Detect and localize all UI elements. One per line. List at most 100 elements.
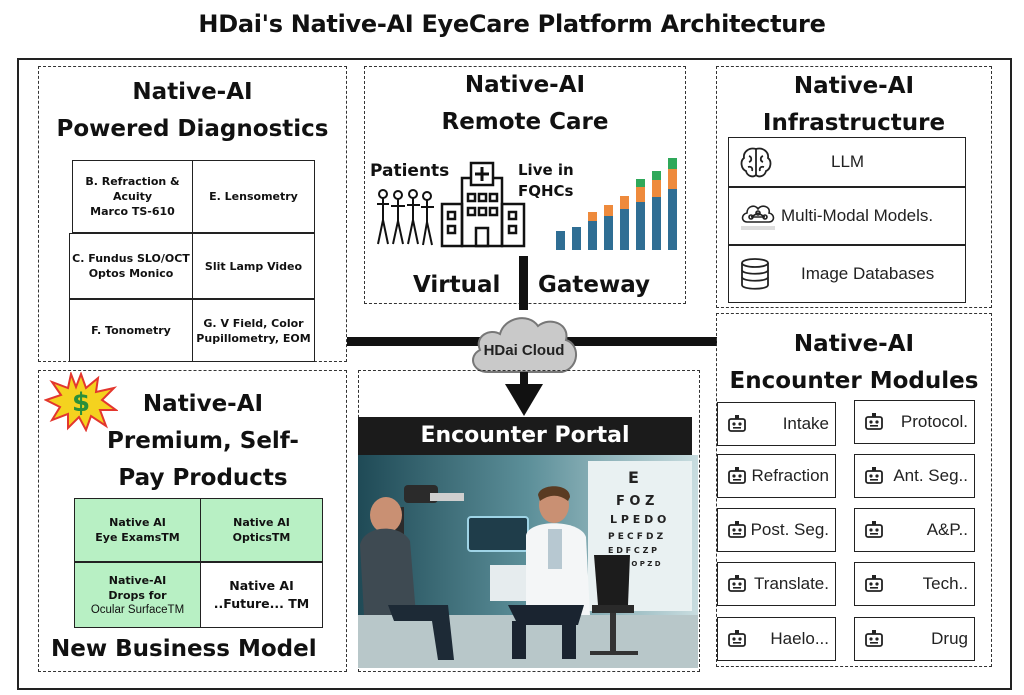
module-intake[interactable]: Intake bbox=[717, 402, 836, 446]
growth-bar-segment bbox=[604, 216, 613, 250]
growth-bar-segment bbox=[652, 197, 661, 250]
down-arrow-icon bbox=[505, 384, 543, 416]
vfield-cell[interactable]: G. V Field, Color Pupillometry, EOM bbox=[192, 299, 315, 362]
growth-bar-segment bbox=[652, 180, 661, 197]
refraction-line1: B. Refraction & bbox=[85, 175, 180, 188]
module-haelo[interactable]: Haelo... bbox=[717, 617, 836, 661]
module-label: Translate. bbox=[754, 574, 829, 593]
page-title: HDai's Native-AI EyeCare Platform Archit… bbox=[198, 10, 826, 38]
robot-icon bbox=[865, 467, 883, 484]
patients-icon bbox=[377, 189, 434, 246]
svg-text:L P E D O: L P E D O bbox=[610, 513, 666, 526]
module-tech[interactable]: Tech.. bbox=[854, 562, 975, 606]
module-drug[interactable]: Drug bbox=[854, 617, 975, 661]
module-label: Ant. Seg.. bbox=[893, 466, 968, 485]
growth-bar-segment bbox=[652, 171, 661, 180]
infra-item-image-databases[interactable]: Image Databases bbox=[728, 245, 966, 303]
module-ant-seg[interactable]: Ant. Seg.. bbox=[854, 454, 975, 498]
infra-item-multimodal[interactable]: Multi-Modal Models. bbox=[728, 187, 966, 245]
premium-title-line2: Premium, Self- bbox=[107, 428, 299, 454]
network-cloud-icon bbox=[741, 205, 775, 230]
lensometry-cell[interactable]: E. Lensometry bbox=[192, 160, 315, 233]
tonometry-cell[interactable]: F. Tonometry bbox=[69, 299, 193, 362]
patients-label: Patients bbox=[370, 161, 450, 181]
modules-title-line1: Native-AI bbox=[793, 331, 915, 357]
future-line2: ..Future... TM bbox=[213, 596, 310, 611]
live-label-line1: Live in bbox=[518, 161, 574, 179]
module-label: A&P.. bbox=[926, 520, 968, 539]
robot-icon bbox=[865, 413, 883, 430]
product-optics[interactable]: Native AI OpticsTM bbox=[200, 498, 323, 562]
cloud-icon bbox=[472, 317, 577, 373]
infra-label-multimodal: Multi-Modal Models. bbox=[781, 206, 934, 225]
diagnostics-title-line2: Powered Diagnostics bbox=[56, 116, 329, 142]
cloud-down-line bbox=[520, 372, 528, 390]
robot-icon bbox=[865, 521, 883, 538]
growth-bar-segment bbox=[636, 187, 645, 202]
fundus-line2: Optos Monico bbox=[88, 267, 174, 280]
module-post-seg[interactable]: Post. Seg. bbox=[717, 508, 836, 552]
svg-text:P E C F D Z: P E C F D Z bbox=[608, 532, 664, 542]
svg-text:F O Z: F O Z bbox=[616, 494, 654, 509]
remote-care-title: Native-AI Remote Care bbox=[364, 67, 686, 141]
business-model-label: New Business Model bbox=[51, 636, 317, 662]
fundus-cell[interactable]: C. Fundus SLO/OCT Optos Monico bbox=[69, 233, 193, 299]
robot-icon bbox=[728, 467, 746, 484]
robot-icon bbox=[728, 415, 746, 432]
modules-panel bbox=[716, 313, 992, 667]
growth-bar-segment bbox=[620, 209, 629, 250]
refraction-line2: Acuity bbox=[112, 190, 153, 203]
modules-title: Native-AI Encounter Modules bbox=[716, 326, 992, 400]
database-icon bbox=[741, 258, 769, 290]
eye-exams-line2: Eye ExamsTM bbox=[95, 531, 180, 544]
gateway-label: Gateway bbox=[538, 272, 651, 298]
svg-text:F E L O P Z D: F E L O P Z D bbox=[610, 560, 661, 568]
infrastructure-panel bbox=[716, 66, 992, 308]
product-eye-exams[interactable]: Native AI Eye ExamsTM bbox=[74, 498, 201, 562]
robot-icon bbox=[865, 630, 883, 647]
infra-label-llm: LLM bbox=[831, 152, 865, 171]
module-label: Tech.. bbox=[922, 574, 968, 593]
module-ap[interactable]: A&P.. bbox=[854, 508, 975, 552]
lensometry-label: E. Lensometry bbox=[209, 190, 298, 203]
infra-item-llm[interactable]: LLM bbox=[728, 137, 966, 187]
module-label: Refraction bbox=[751, 466, 829, 485]
growth-bar-segment bbox=[668, 169, 677, 189]
refraction-cell[interactable]: B. Refraction & Acuity Marco TS-610 bbox=[72, 160, 193, 233]
module-translate[interactable]: Translate. bbox=[717, 562, 836, 606]
product-future[interactable]: Native AI ..Future... TM bbox=[200, 562, 323, 628]
infrastructure-title: Native-AI Infrastructure bbox=[716, 68, 992, 142]
module-label: Haelo... bbox=[770, 629, 829, 648]
svg-text:E D F C Z P: E D F C Z P bbox=[608, 546, 657, 555]
slitlamp-label: Slit Lamp Video bbox=[204, 259, 303, 273]
product-drops[interactable]: Native-AI Drops for Ocular SurfaceTM bbox=[74, 562, 201, 628]
module-label: Protocol. bbox=[900, 412, 968, 431]
starburst-dollar-icon: $ bbox=[44, 372, 118, 432]
svg-text:E: E bbox=[628, 468, 639, 487]
encounter-portal-title: Encounter Portal bbox=[358, 417, 692, 455]
growth-bar-segment bbox=[556, 231, 565, 250]
premium-title: Native-AI Premium, Self- Pay Products bbox=[88, 386, 318, 497]
slitlamp-cell[interactable]: Slit Lamp Video bbox=[192, 233, 315, 299]
growth-bar-segment bbox=[636, 202, 645, 250]
tonometry-label: F. Tonometry bbox=[91, 324, 171, 337]
growth-bar-segment bbox=[620, 196, 629, 209]
refraction-line3: Marco TS-610 bbox=[90, 205, 175, 218]
growth-bar-segment bbox=[572, 227, 581, 250]
module-label: Intake bbox=[782, 414, 829, 433]
vfield-line2: Pupillometry, EOM bbox=[196, 331, 311, 345]
module-refraction[interactable]: Refraction bbox=[717, 454, 836, 498]
future-line1: Native AI bbox=[229, 578, 294, 593]
architecture-frame bbox=[17, 58, 1012, 690]
robot-icon bbox=[865, 575, 883, 592]
optics-line1: Native AI bbox=[233, 516, 290, 529]
live-label-line2: FQHCs bbox=[518, 182, 574, 200]
premium-panel bbox=[38, 370, 347, 672]
drops-line2: Drops for bbox=[108, 588, 167, 602]
module-label: Post. Seg. bbox=[750, 520, 829, 539]
vfield-line1: G. V Field, Color bbox=[203, 316, 304, 330]
premium-title-line3: Pay Products bbox=[118, 465, 288, 491]
eye-exams-line1: Native AI bbox=[109, 516, 166, 529]
clinic-exam-scene: E F O Z L P E D O P E C F D Z E D F C Z … bbox=[358, 455, 698, 668]
module-protocol[interactable]: Protocol. bbox=[854, 400, 975, 444]
